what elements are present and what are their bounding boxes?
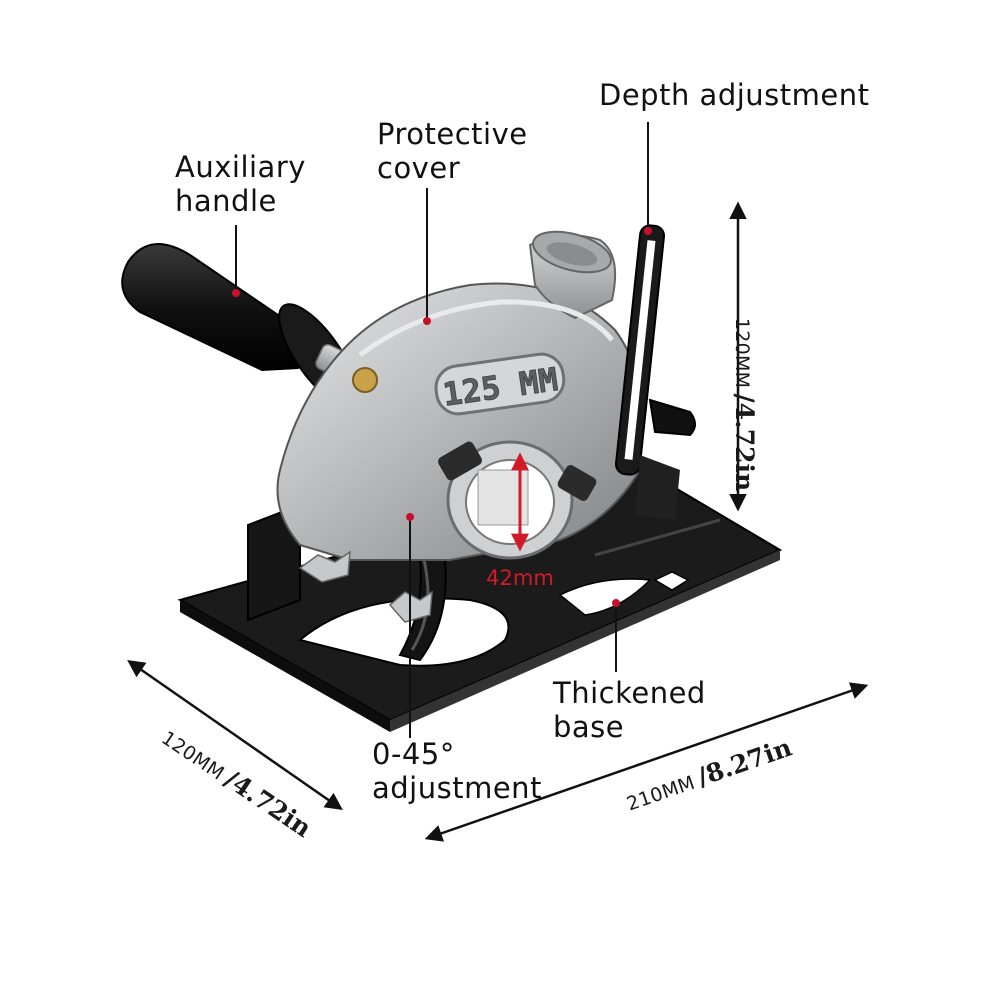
callout-dot-handle bbox=[232, 289, 240, 297]
angle-adjustment-label-line-2: adjustment bbox=[372, 771, 542, 805]
angle-adjustment-label: 0-45° adjustment bbox=[372, 737, 542, 805]
height-dimension-imperial: /4.72in bbox=[730, 393, 760, 492]
height-dimension-label: 120MM /4.72in bbox=[730, 318, 759, 491]
protective-cover-label: Protective cover bbox=[377, 117, 528, 185]
auxiliary-handle-label-line-2: handle bbox=[175, 184, 277, 218]
callout-dot-cover bbox=[423, 317, 431, 325]
callout-dots bbox=[232, 227, 652, 607]
depth-adjustment-rod bbox=[614, 224, 696, 520]
callout-dot-base bbox=[612, 599, 620, 607]
callout-dot-angle bbox=[406, 513, 414, 521]
width-dimension-arrow bbox=[424, 682, 869, 842]
thickened-base-label-line-1: Thickened bbox=[553, 676, 706, 710]
bore-measure-label: 42mm bbox=[486, 566, 554, 590]
thickened-base-label: Thickened base bbox=[553, 676, 706, 744]
depth-adjustment-label: Depth adjustment bbox=[599, 78, 870, 112]
thickened-base-label-line-2: base bbox=[553, 710, 625, 744]
depth-dimension-arrow bbox=[127, 660, 343, 810]
angle-adjustment-label-line-1: 0-45° bbox=[372, 737, 455, 771]
callout-dot-depth bbox=[644, 227, 652, 235]
callout-lines bbox=[235, 122, 649, 738]
protective-cover-label-line-1: Protective bbox=[377, 117, 528, 151]
protective-cover-part: 125 MM bbox=[276, 230, 642, 562]
protective-cover-label-line-2: cover bbox=[377, 151, 461, 185]
auxiliary-handle-label-line-1: Auxiliary bbox=[175, 150, 306, 184]
height-dimension-metric: 120MM bbox=[731, 317, 754, 389]
auxiliary-handle-label: Auxiliary handle bbox=[175, 150, 306, 218]
